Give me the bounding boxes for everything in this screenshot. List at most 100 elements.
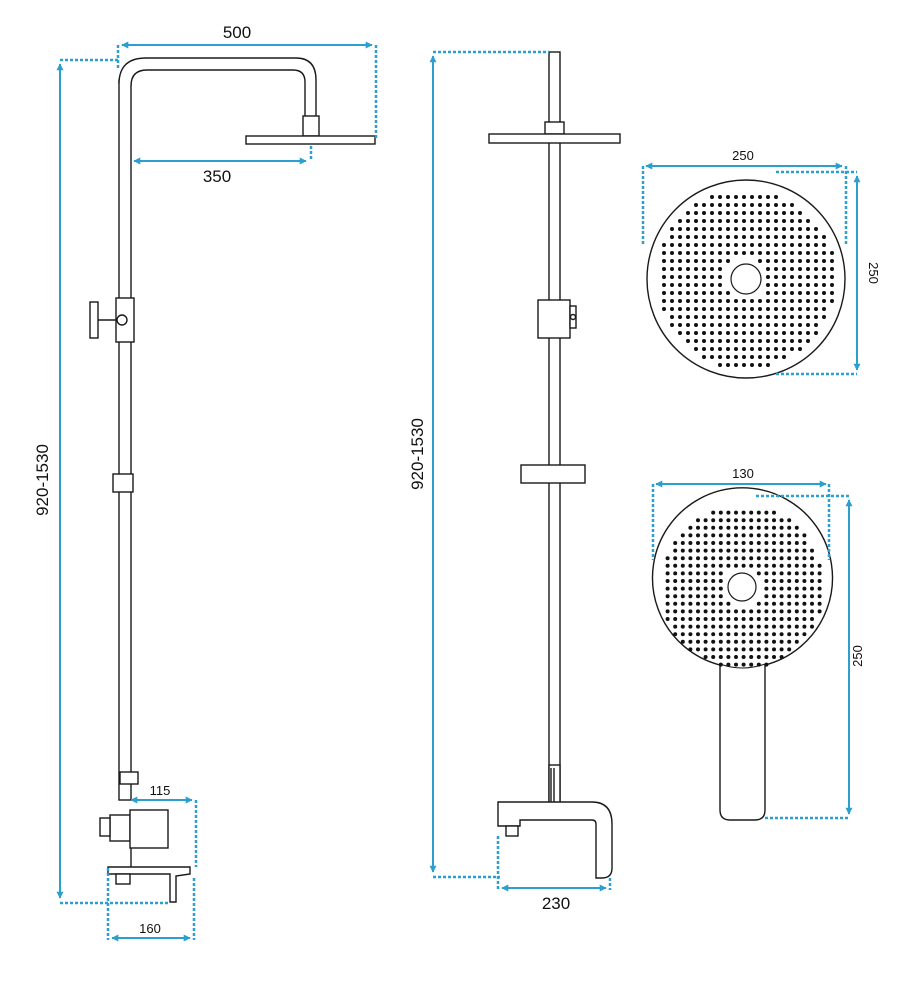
nozzle-hole (726, 639, 731, 644)
nozzle-hole (734, 541, 738, 545)
head-shower-center (730, 263, 762, 295)
nozzle-hole (662, 259, 666, 263)
hand-shower-body (651, 487, 834, 821)
nozzle-hole (703, 525, 708, 530)
nozzle-hole (726, 510, 731, 515)
nozzle-hole (802, 571, 807, 576)
nozzle-hole (766, 243, 770, 247)
nozzle-hole (758, 195, 762, 199)
nozzle-hole (814, 243, 818, 247)
nozzle-hole (772, 617, 776, 621)
nozzle-hole (678, 259, 682, 263)
nozzle-hole (766, 267, 770, 271)
nozzle-hole (756, 639, 761, 644)
nozzle-hole (734, 203, 738, 207)
nozzle-hole (696, 594, 700, 599)
nozzle-hole (772, 624, 776, 629)
nozzle-hole (710, 331, 714, 335)
hand-shower-dimensions (651, 480, 853, 820)
nozzle-hole (726, 624, 731, 629)
nozzle-hole (772, 541, 776, 545)
nozzle-hole (749, 662, 754, 667)
nozzle-hole (822, 283, 826, 287)
nozzle-hole (787, 548, 792, 553)
nozzle-hole (779, 556, 784, 561)
nozzle-hole (802, 579, 807, 583)
nozzle-hole (806, 251, 810, 255)
nozzle-hole (741, 563, 746, 568)
nozzle-hole (710, 251, 714, 255)
nozzle-hole (774, 283, 778, 287)
nozzle-hole (703, 609, 708, 614)
nozzle-hole (790, 347, 794, 351)
nozzle-hole (758, 355, 762, 359)
nozzle-hole (794, 563, 799, 568)
nozzle-hole (779, 533, 784, 538)
nozzle-hole (718, 624, 723, 629)
nozzle-hole (764, 601, 769, 606)
nozzle-hole (703, 571, 708, 576)
nozzle-hole (750, 347, 754, 351)
nozzle-hole (694, 291, 698, 295)
nozzle-hole (710, 299, 714, 303)
nozzle-hole (694, 323, 698, 327)
front-inlet-nut (505, 825, 519, 837)
nozzle-hole (790, 283, 794, 287)
nozzle-hole (749, 647, 754, 652)
nozzle-hole (734, 647, 738, 652)
nozzle-hole (749, 541, 754, 545)
nozzle-hole (774, 203, 778, 207)
head-shower-height-label: 250 (866, 262, 881, 284)
nozzle-hole (703, 556, 708, 561)
nozzle-hole (694, 227, 698, 231)
nozzle-hole (711, 655, 716, 659)
side-base-width-label: 160 (139, 921, 161, 936)
nozzle-hole (734, 307, 738, 311)
nozzle-hole (694, 219, 698, 223)
nozzle-hole (703, 548, 708, 553)
nozzle-hole (734, 315, 738, 319)
nozzle-hole (810, 601, 814, 606)
nozzle-hole (758, 211, 762, 215)
nozzle-hole (734, 347, 738, 351)
nozzle-hole (694, 251, 698, 255)
front-view (488, 51, 621, 879)
nozzle-hole (702, 251, 706, 255)
nozzle-hole (750, 251, 754, 255)
nozzle-hole (686, 339, 690, 343)
nozzle-hole (779, 586, 784, 591)
nozzle-hole (726, 299, 730, 303)
nozzle-hole (749, 525, 754, 530)
nozzle-hole (750, 323, 754, 327)
side-holder-screw (116, 314, 128, 326)
nozzle-hole (718, 323, 722, 327)
nozzle-hole (688, 541, 693, 545)
nozzle-hole (787, 632, 792, 637)
nozzle-hole (734, 632, 738, 637)
nozzle-hole (772, 571, 776, 576)
nozzle-hole (711, 617, 716, 621)
nozzle-hole (787, 647, 792, 652)
nozzle-hole (774, 291, 778, 295)
nozzle-hole (711, 647, 716, 652)
nozzle-hole (711, 632, 716, 637)
nozzle-hole (806, 227, 810, 231)
nozzle-hole (678, 219, 682, 223)
nozzle-hole (718, 647, 723, 652)
nozzle-hole (678, 307, 682, 311)
nozzle-hole (726, 219, 730, 223)
nozzle-hole (726, 563, 731, 568)
nozzle-hole (806, 299, 810, 303)
nozzle-hole (764, 518, 769, 523)
side-shower-arm (118, 57, 317, 119)
nozzle-hole (742, 227, 746, 231)
nozzle-hole (742, 363, 746, 367)
nozzle-hole (774, 219, 778, 223)
nozzle-hole (810, 617, 814, 621)
nozzle-hole (794, 586, 799, 591)
nozzle-hole (696, 609, 700, 614)
hand-shower-width-label: 130 (732, 466, 754, 481)
nozzle-hole (703, 541, 708, 545)
nozzle-hole (779, 548, 784, 553)
nozzle-hole (662, 267, 666, 271)
